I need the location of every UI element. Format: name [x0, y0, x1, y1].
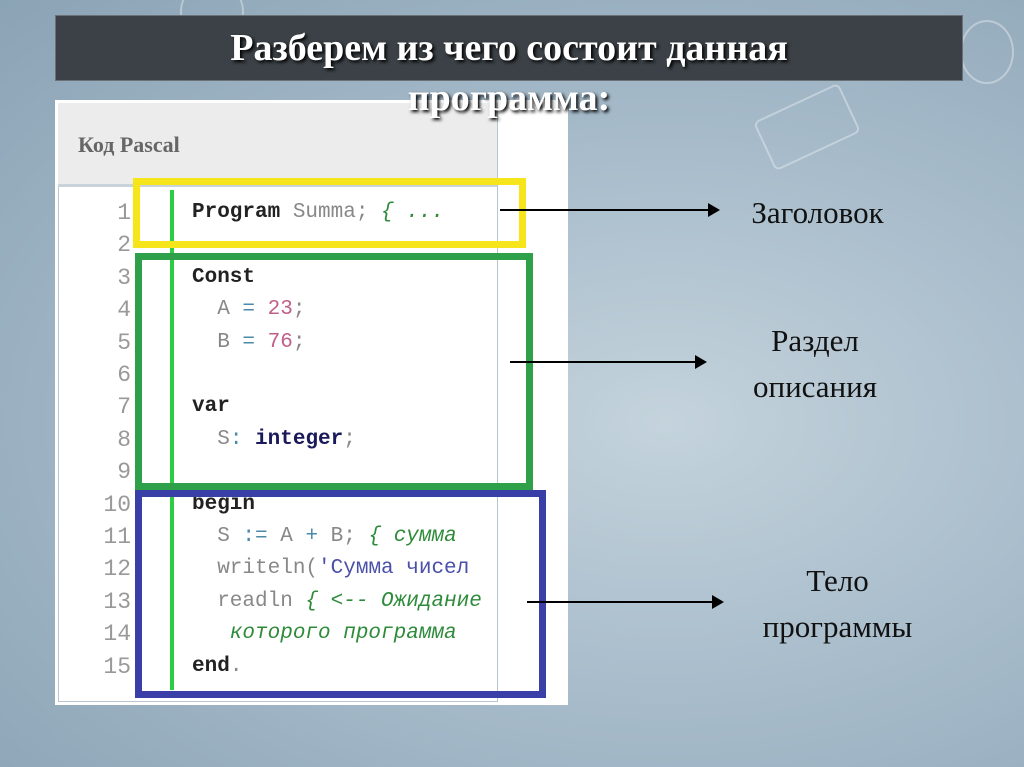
code-token: A	[267, 525, 306, 548]
code-line: begin	[192, 493, 497, 516]
line-number: 8	[117, 426, 131, 453]
code-line: end.	[192, 655, 497, 678]
code-token: writeln(	[192, 557, 319, 581]
line-number: 15	[103, 653, 131, 680]
code-token: end	[192, 654, 230, 678]
line-number: 1	[117, 200, 131, 226]
code-token: 76	[267, 330, 293, 354]
code-token: :	[229, 427, 243, 451]
code-line: var	[192, 395, 497, 418]
code-token: Program	[192, 201, 281, 224]
label-body: Тело программы	[730, 558, 945, 650]
code-token: ;	[343, 427, 356, 451]
code-token: 23	[267, 298, 293, 322]
code-token: { ...	[381, 201, 445, 224]
arrow-body	[527, 595, 724, 609]
code-line: S: integer;	[192, 428, 497, 451]
code-token: 'Сумма чисел	[318, 557, 470, 581]
code-token: Summa;	[280, 201, 382, 224]
code-line: которого программа	[192, 622, 497, 645]
code-token: begin	[192, 492, 256, 516]
declarations-section-box	[135, 253, 533, 490]
line-number: 11	[103, 524, 131, 550]
slide-title: Разберем из чего состоит данная	[55, 15, 963, 81]
line-number: 5	[117, 329, 131, 356]
line-number: 6	[117, 362, 131, 388]
code-token: readln	[192, 589, 306, 613]
line-number: 4	[117, 297, 131, 324]
line-number: 9	[117, 459, 131, 486]
arrow-declarations	[510, 355, 707, 369]
label-line: Раздел	[771, 323, 859, 358]
arrow-header	[500, 203, 720, 217]
label-line: программы	[762, 609, 913, 644]
code-token: =	[242, 298, 256, 322]
code-line: readln { <-- Ожидание	[192, 590, 497, 613]
background-doodle	[960, 20, 1014, 84]
line-number: 10	[103, 491, 131, 518]
code-token: { сумма	[368, 525, 457, 548]
code-token: ;	[292, 330, 306, 354]
code-token: { <-- Ожидание	[305, 589, 482, 613]
code-token: var	[192, 395, 230, 419]
code-token: которого программа	[192, 622, 457, 646]
code-line: writeln('Сумма чисел	[192, 557, 497, 580]
code-token: B;	[318, 525, 369, 548]
label-line: описания	[752, 369, 877, 404]
code-token: .	[229, 654, 243, 678]
code-token: :=	[242, 525, 268, 548]
code-line: S := A + B; { сумма	[192, 525, 497, 548]
gutter-line	[170, 190, 174, 690]
label-header: Заголовок	[751, 195, 884, 230]
body-section-box	[135, 490, 546, 698]
code-token: Const	[192, 265, 256, 289]
code-token: S	[192, 427, 230, 451]
line-number: 13	[103, 588, 131, 615]
line-number: 12	[103, 556, 131, 583]
line-number: 14	[103, 621, 131, 648]
code-line: A = 23;	[192, 298, 497, 321]
code-token: =	[242, 330, 256, 354]
header-section-box	[133, 178, 526, 248]
background-doodle	[752, 82, 862, 172]
code-token: A	[192, 298, 243, 322]
code-line: Const	[192, 266, 497, 289]
code-header: Код Pascal	[58, 103, 497, 187]
code-token: B	[192, 330, 243, 354]
line-number: 7	[117, 394, 131, 421]
line-number: 2	[117, 232, 131, 259]
code-token: S	[192, 525, 243, 548]
line-number: 3	[117, 264, 131, 291]
code-token: integer	[255, 427, 344, 451]
label-line: Тело	[806, 563, 869, 598]
code-line: Program Summa; { ...	[192, 201, 497, 224]
code-token: +	[305, 525, 319, 548]
label-declarations: Раздел описания	[715, 318, 915, 410]
code-line: B = 76;	[192, 331, 497, 354]
code-token: ;	[292, 298, 306, 322]
